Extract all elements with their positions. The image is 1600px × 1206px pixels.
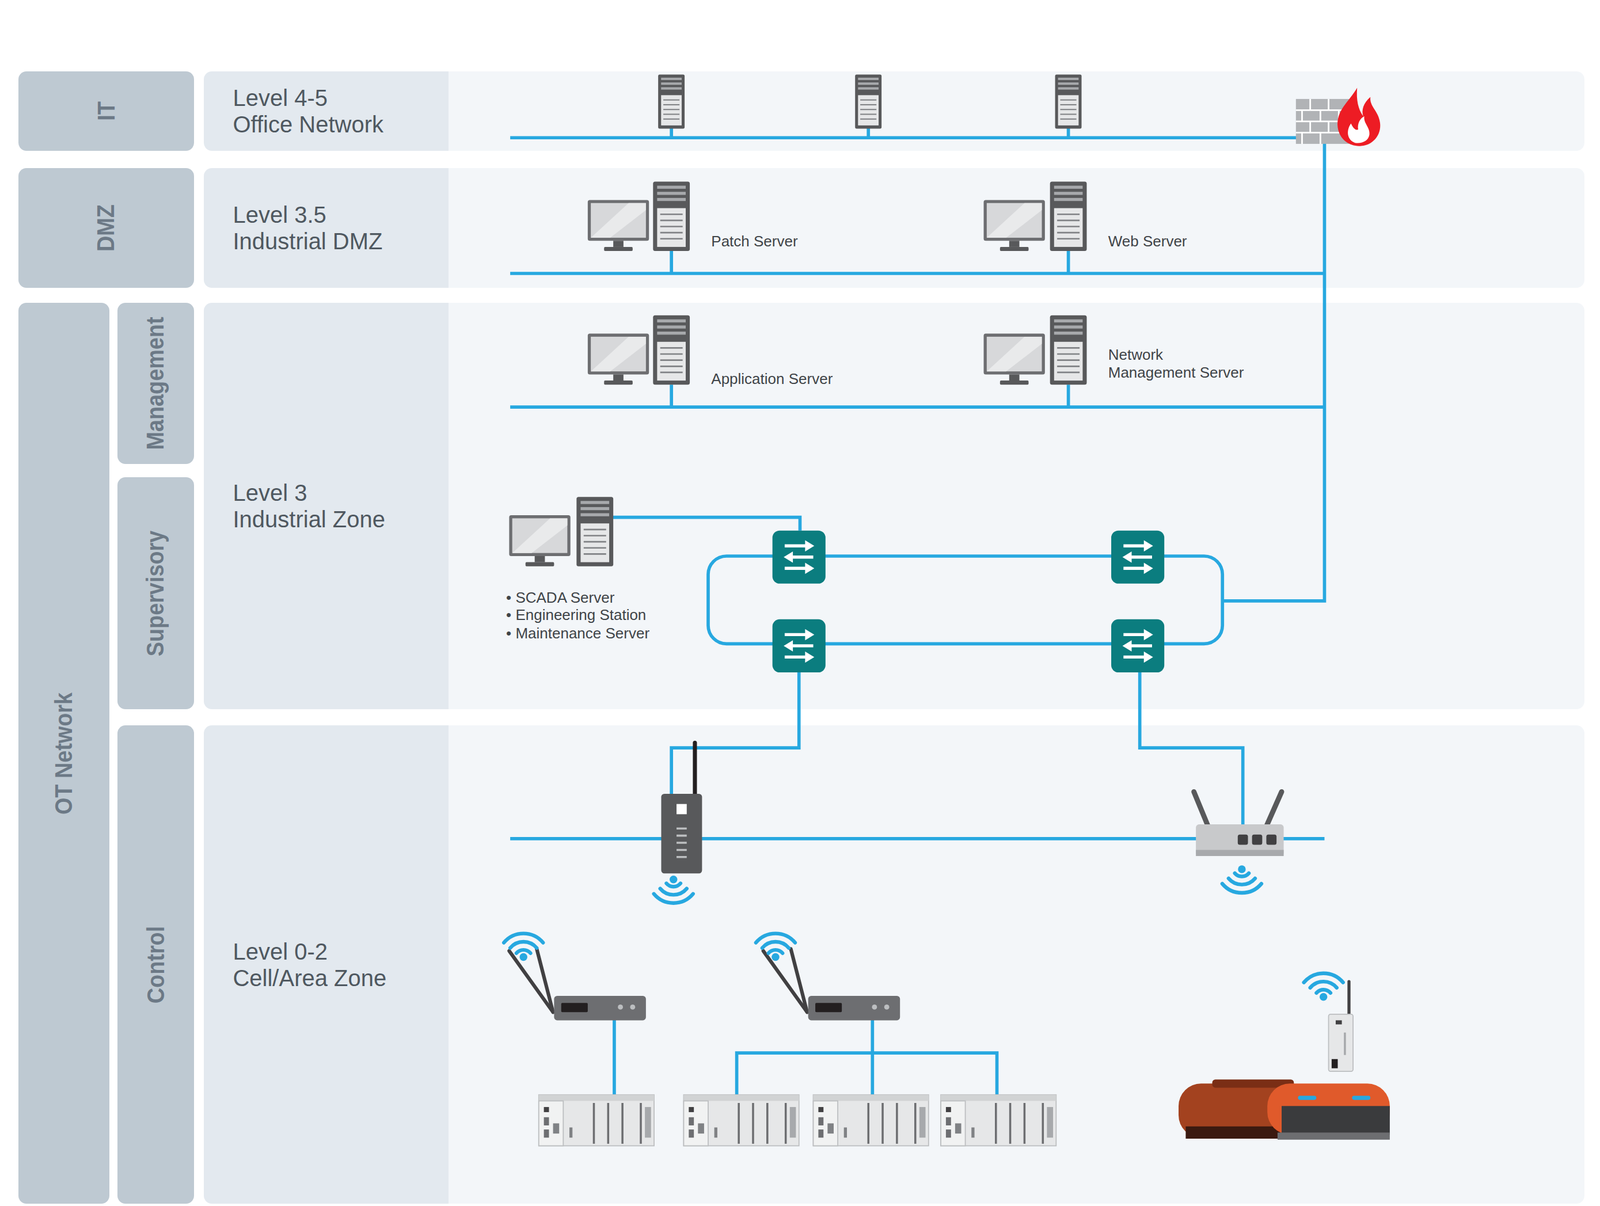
zone-tab: IT xyxy=(18,71,195,151)
zone-panel: Level 0-2 Cell/Area Zone xyxy=(203,725,1585,1204)
zone-name: IT xyxy=(92,101,120,121)
zone-name: Management xyxy=(141,317,170,451)
zone-tab: Control xyxy=(117,725,195,1204)
level-title: Level 4-5 Office Network xyxy=(232,84,391,138)
device-label: Application Server xyxy=(711,370,833,389)
zone-tab: DMZ xyxy=(18,168,195,288)
device-label: Web Server xyxy=(1108,232,1188,251)
zone-name: DMZ xyxy=(92,204,120,252)
level-title: Level 3.5 Industrial DMZ xyxy=(232,201,391,255)
device-label: • Maintenance Server xyxy=(506,624,650,643)
zone-tab: OT Network xyxy=(18,302,110,1204)
device-label: • SCADA Server xyxy=(506,588,615,607)
zone-tab: Supervisory xyxy=(117,477,195,709)
zone-panel: Level 4-5 Office Network xyxy=(203,71,1585,151)
zone-name: OT Network xyxy=(50,692,78,815)
zone-name: Control xyxy=(141,926,170,1004)
zone-panel: Level 3 Industrial Zone xyxy=(203,302,1585,709)
device-label: Patch Server xyxy=(711,232,798,251)
level-title: Level 3 Industrial Zone xyxy=(232,479,391,533)
zone-name: Supervisory xyxy=(141,530,170,657)
level-title: Level 0-2 Cell/Area Zone xyxy=(232,938,391,992)
zone-panel: Level 3.5 Industrial DMZ xyxy=(203,168,1585,288)
zone-tab: Management xyxy=(117,302,195,465)
device-label: Network Management Server xyxy=(1108,346,1253,382)
device-label: • Engineering Station xyxy=(506,606,646,625)
